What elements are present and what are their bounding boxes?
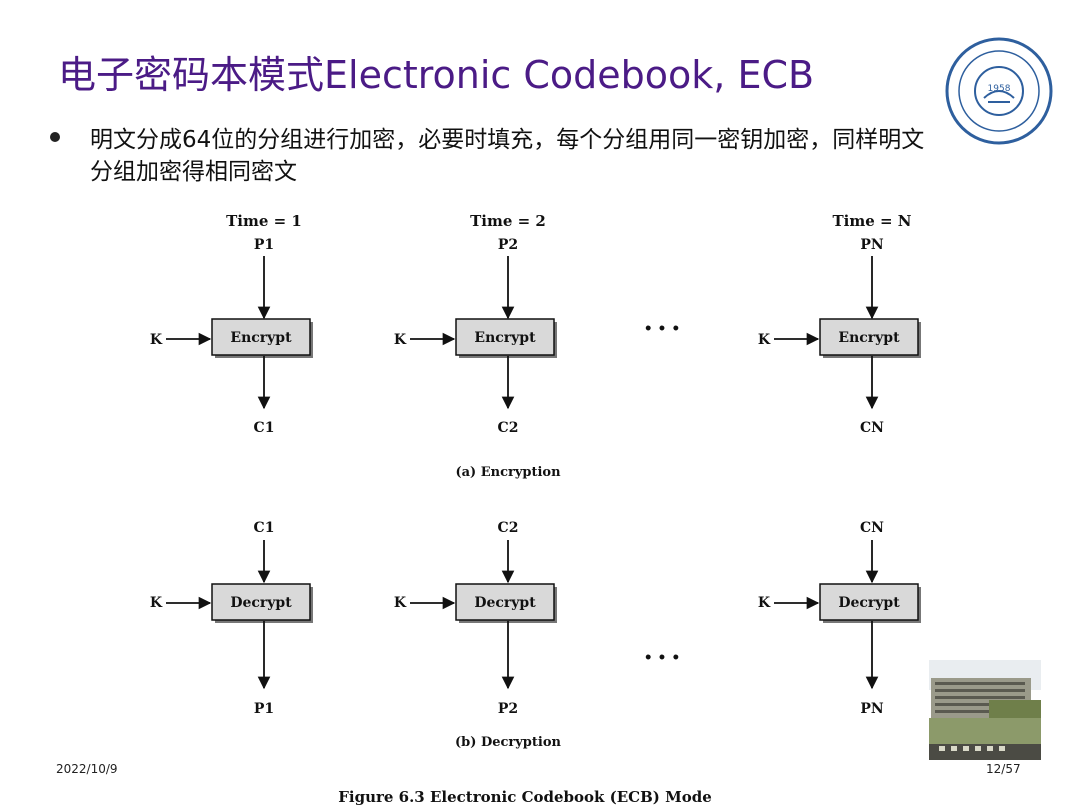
decrypt-output-label: P1 — [254, 701, 274, 717]
encrypt-block-n: PN K Encrypt CN — [758, 237, 921, 436]
encrypt-output-label: C1 — [254, 420, 275, 436]
figure-caption: Figure 6.3 Electronic Codebook (ECB) Mod… — [338, 788, 712, 806]
decrypt-block-2: C2 K Decrypt P2 — [394, 520, 557, 717]
time-label-n: Time = N — [833, 212, 912, 230]
key-label: K — [150, 595, 163, 611]
time-label-2: Time = 2 — [470, 212, 546, 230]
encrypt-block-1: P1 K Encrypt C1 — [150, 237, 313, 436]
decrypt-input-label: C1 — [254, 520, 275, 536]
decrypt-block-n: CN K Decrypt PN — [758, 520, 921, 717]
key-label: K — [758, 332, 771, 348]
decrypt-output-label: PN — [860, 701, 884, 717]
encrypt-box — [819, 318, 919, 356]
decryption-caption: (b) Decryption — [455, 735, 561, 750]
encrypt-output-label: C2 — [498, 420, 519, 436]
slide-date: 2022/10/9 — [56, 762, 118, 776]
encrypt-box-label: Encrypt — [838, 330, 900, 346]
key-label: K — [150, 332, 163, 348]
time-label-1: Time = 1 — [226, 212, 302, 230]
decrypt-input-label: CN — [860, 520, 884, 536]
encrypt-box — [211, 318, 311, 356]
encrypt-ellipsis: • • • — [644, 321, 681, 337]
encrypt-input-label: PN — [860, 237, 884, 253]
decrypt-box — [211, 583, 311, 621]
decrypt-box-label: Decrypt — [230, 595, 292, 611]
encryption-caption: (a) Encryption — [455, 465, 561, 480]
campus-photo — [929, 660, 1041, 760]
decrypt-block-1: C1 K Decrypt P1 — [150, 520, 313, 717]
encrypt-box-label: Encrypt — [474, 330, 536, 346]
seal-year: 1958 — [988, 84, 1011, 94]
encrypt-input-label: P1 — [254, 237, 274, 253]
bullet-dot — [50, 132, 60, 142]
slide-page-number: 12/57 — [986, 762, 1021, 776]
encrypt-box-label: Encrypt — [230, 330, 292, 346]
slide-title: 电子密码本模式Electronic Codebook, ECB — [58, 53, 815, 97]
encrypt-box — [455, 318, 555, 356]
decrypt-output-label: P2 — [498, 701, 518, 717]
encrypt-input-label: P2 — [498, 237, 518, 253]
decrypt-ellipsis: • • • — [644, 650, 681, 666]
key-label: K — [758, 595, 771, 611]
decrypt-box — [455, 583, 555, 621]
decrypt-input-label: C2 — [498, 520, 519, 536]
bullet-text: 明文分成64位的分组进行加密，必要时填充，每个分组用同一密钥加密，同样明文分组加… — [90, 127, 925, 185]
encrypt-output-label: CN — [860, 420, 884, 436]
decrypt-box-label: Decrypt — [474, 595, 536, 611]
encrypt-block-2: P2 K Encrypt C2 — [394, 237, 557, 436]
key-label: K — [394, 595, 407, 611]
decrypt-box-label: Decrypt — [838, 595, 900, 611]
university-seal-logo: 1958 — [945, 37, 1053, 145]
decrypt-box — [819, 583, 919, 621]
key-label: K — [394, 332, 407, 348]
